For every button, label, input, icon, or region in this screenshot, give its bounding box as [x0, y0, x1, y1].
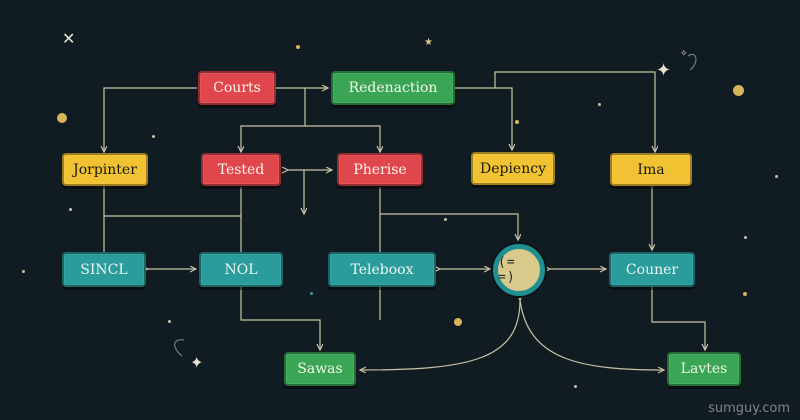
- node-couner[interactable]: Couner: [609, 252, 695, 287]
- star-dot: [22, 270, 25, 273]
- star-dot: [310, 292, 313, 295]
- node-sawas[interactable]: Sawas: [284, 352, 356, 386]
- edge-redenaction-ima: [494, 71, 655, 152]
- edge-pherise-hub: [380, 213, 518, 240]
- star-dot: [152, 135, 155, 138]
- star-dot: [296, 45, 300, 49]
- node-redenaction[interactable]: Redenaction: [331, 71, 455, 105]
- node-pherise[interactable]: Pherise: [337, 153, 423, 186]
- node-teleboox[interactable]: Teleboox: [328, 252, 436, 287]
- hub-face-icon: (= =): [498, 255, 516, 285]
- star-dot: [744, 236, 747, 239]
- star-dot: [515, 120, 519, 124]
- planet-dot: [57, 113, 67, 123]
- star-dot: [598, 103, 601, 106]
- edge-hub-lavtes: [519, 299, 664, 370]
- planet-dot: [454, 318, 462, 326]
- star-dot: [574, 385, 577, 388]
- node-jorpinter[interactable]: Jorpinter: [62, 153, 148, 186]
- swirl-decoration: [174, 339, 185, 357]
- node-lavtes[interactable]: Lavtes: [667, 352, 741, 386]
- node-depiency[interactable]: Depiency: [471, 152, 555, 185]
- node-courts[interactable]: Courts: [198, 71, 276, 105]
- edge-hub-sawas: [360, 300, 520, 370]
- star-dot: [168, 320, 171, 323]
- edge-couner-lavtes: [651, 287, 705, 350]
- edge-courts-jorpinter: [104, 87, 197, 152]
- planet-dot: [733, 85, 744, 96]
- edge-redenaction-depiency: [455, 87, 512, 150]
- star-dot: [743, 292, 747, 296]
- node-sincl[interactable]: SINCL: [62, 252, 146, 287]
- edge-redenaction-pherise: [305, 125, 380, 152]
- sparkle-icon: ✦: [190, 353, 204, 372]
- hub-node[interactable]: (= =): [493, 244, 545, 296]
- edge-nol-sawas: [240, 287, 320, 350]
- star-dot: [444, 218, 447, 221]
- node-ima[interactable]: Ima: [610, 153, 692, 186]
- star-icon: ★: [424, 37, 433, 48]
- edge-redenaction-tested: [241, 88, 306, 152]
- star-dot: [69, 208, 72, 211]
- cross-star-icon: ✕: [62, 29, 76, 48]
- watermark: sumguy.com: [708, 401, 790, 416]
- sparkle-icon: ✦: [656, 60, 672, 81]
- star-dot: [775, 175, 778, 178]
- star-icon: ✧: [680, 49, 688, 59]
- swirl-decoration-2: [687, 53, 697, 71]
- node-nol[interactable]: NOL: [199, 252, 283, 287]
- node-tested[interactable]: Tested: [201, 153, 281, 186]
